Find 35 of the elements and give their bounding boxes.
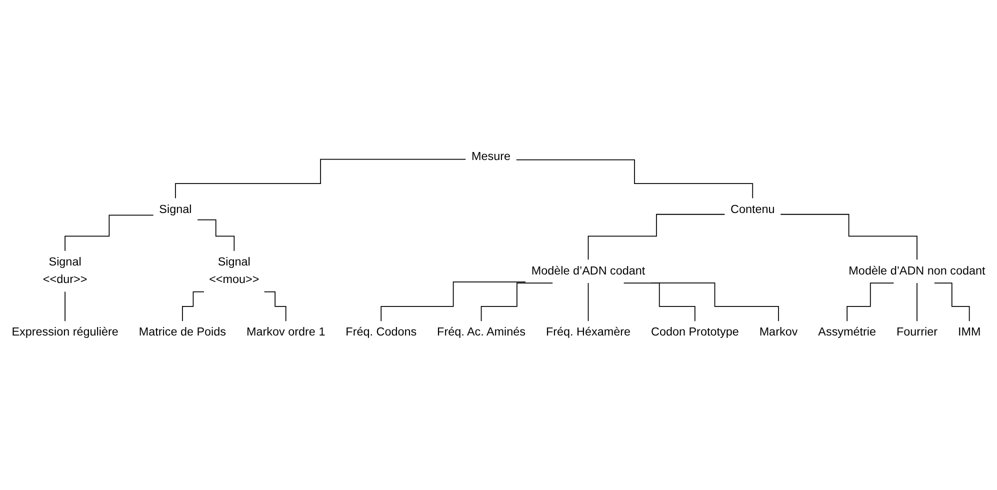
connector bbox=[175, 158, 466, 199]
node-text: Markov ordre 1 bbox=[246, 326, 326, 339]
node-text: Matrice de Poids bbox=[138, 326, 226, 339]
node-text: Fréq. Ac. Aminés bbox=[437, 326, 526, 339]
connector bbox=[182, 291, 204, 322]
connector bbox=[480, 282, 554, 322]
node-text: Signal bbox=[159, 203, 192, 216]
node-text: Mesure bbox=[472, 150, 511, 164]
connector bbox=[623, 282, 696, 322]
connector bbox=[64, 214, 154, 252]
connector bbox=[780, 214, 918, 260]
connector bbox=[916, 282, 918, 322]
connector bbox=[264, 291, 286, 322]
connector bbox=[934, 282, 970, 322]
node-text: Expression régulière bbox=[12, 326, 118, 339]
node-text: Modèle d’ADN codant bbox=[531, 264, 646, 278]
node-text: Signal <<dur>> bbox=[42, 256, 88, 286]
node-text: Fréq. Codons bbox=[346, 326, 417, 339]
connector bbox=[380, 282, 526, 322]
connector bbox=[588, 282, 589, 322]
connector bbox=[588, 214, 726, 260]
node-text: Codon Prototype bbox=[651, 326, 739, 339]
connector bbox=[516, 159, 754, 199]
node-text: Fourrier bbox=[896, 326, 938, 339]
connector bbox=[650, 282, 779, 322]
node-text: Modèle d’ADN non codant bbox=[848, 264, 986, 278]
node-text: Contenu bbox=[730, 203, 775, 216]
node-text: Markov bbox=[759, 326, 798, 339]
connector bbox=[64, 291, 66, 322]
node-text: IMM bbox=[958, 326, 981, 339]
node-text: Fréq. Héxamère bbox=[546, 326, 631, 339]
node-text: Signal <<mou>> bbox=[209, 256, 260, 286]
node-text: Assymétrie bbox=[818, 326, 876, 339]
connector bbox=[197, 219, 235, 252]
connector bbox=[846, 282, 894, 322]
